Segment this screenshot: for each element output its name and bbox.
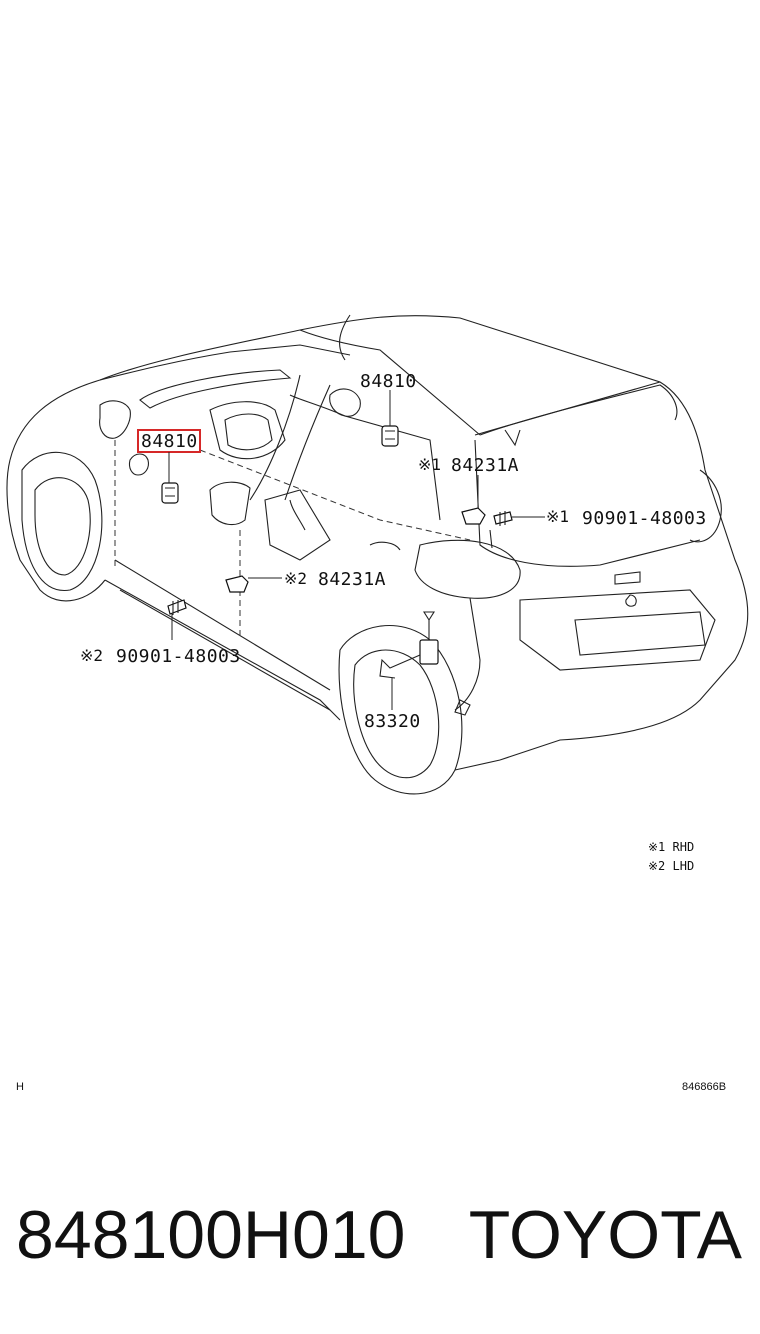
marker-rhd-2: ※1 — [546, 507, 569, 526]
screw-90901-lhd[interactable] — [167, 599, 187, 615]
sender-83320[interactable] — [419, 639, 439, 665]
callout-90901-lhd[interactable]: 90901-48003 — [116, 646, 241, 667]
leader-lines — [168, 390, 545, 710]
sensor-84231a-lhd[interactable] — [225, 575, 249, 593]
parts — [161, 425, 513, 679]
brand-name: TOYOTA — [468, 1197, 742, 1273]
car-outline — [6, 314, 749, 795]
sensor-84231a-rhd[interactable] — [461, 507, 486, 525]
callout-84810-right[interactable]: 84810 — [360, 371, 417, 392]
diagram-reference-code: 846866B — [682, 1081, 726, 1093]
callout-84810-highlighted[interactable]: 84810 — [141, 431, 198, 452]
switch-84810-left[interactable] — [161, 482, 179, 504]
callout-84231a-lhd[interactable]: 84231A — [318, 569, 386, 590]
legend-lhd: ※2 LHD — [648, 859, 694, 873]
legend-rhd: ※1 RHD — [648, 840, 694, 854]
switch-84810-right[interactable] — [381, 425, 399, 447]
footer: 848100H010 TOYOTA — [0, 1190, 760, 1280]
callout-83320[interactable]: 83320 — [364, 711, 421, 732]
marker-lhd-2: ※2 — [80, 646, 103, 665]
marker-lhd-1: ※2 — [284, 569, 307, 588]
corner-code-left: H — [16, 1081, 24, 1093]
callout-90901-rhd[interactable]: 90901-48003 — [582, 508, 707, 529]
callout-84231a-rhd[interactable]: 84231A — [451, 455, 519, 476]
marker-rhd-1: ※1 — [418, 455, 441, 474]
screw-90901-rhd[interactable] — [493, 511, 513, 525]
part-number: 848100H010 — [16, 1197, 406, 1273]
